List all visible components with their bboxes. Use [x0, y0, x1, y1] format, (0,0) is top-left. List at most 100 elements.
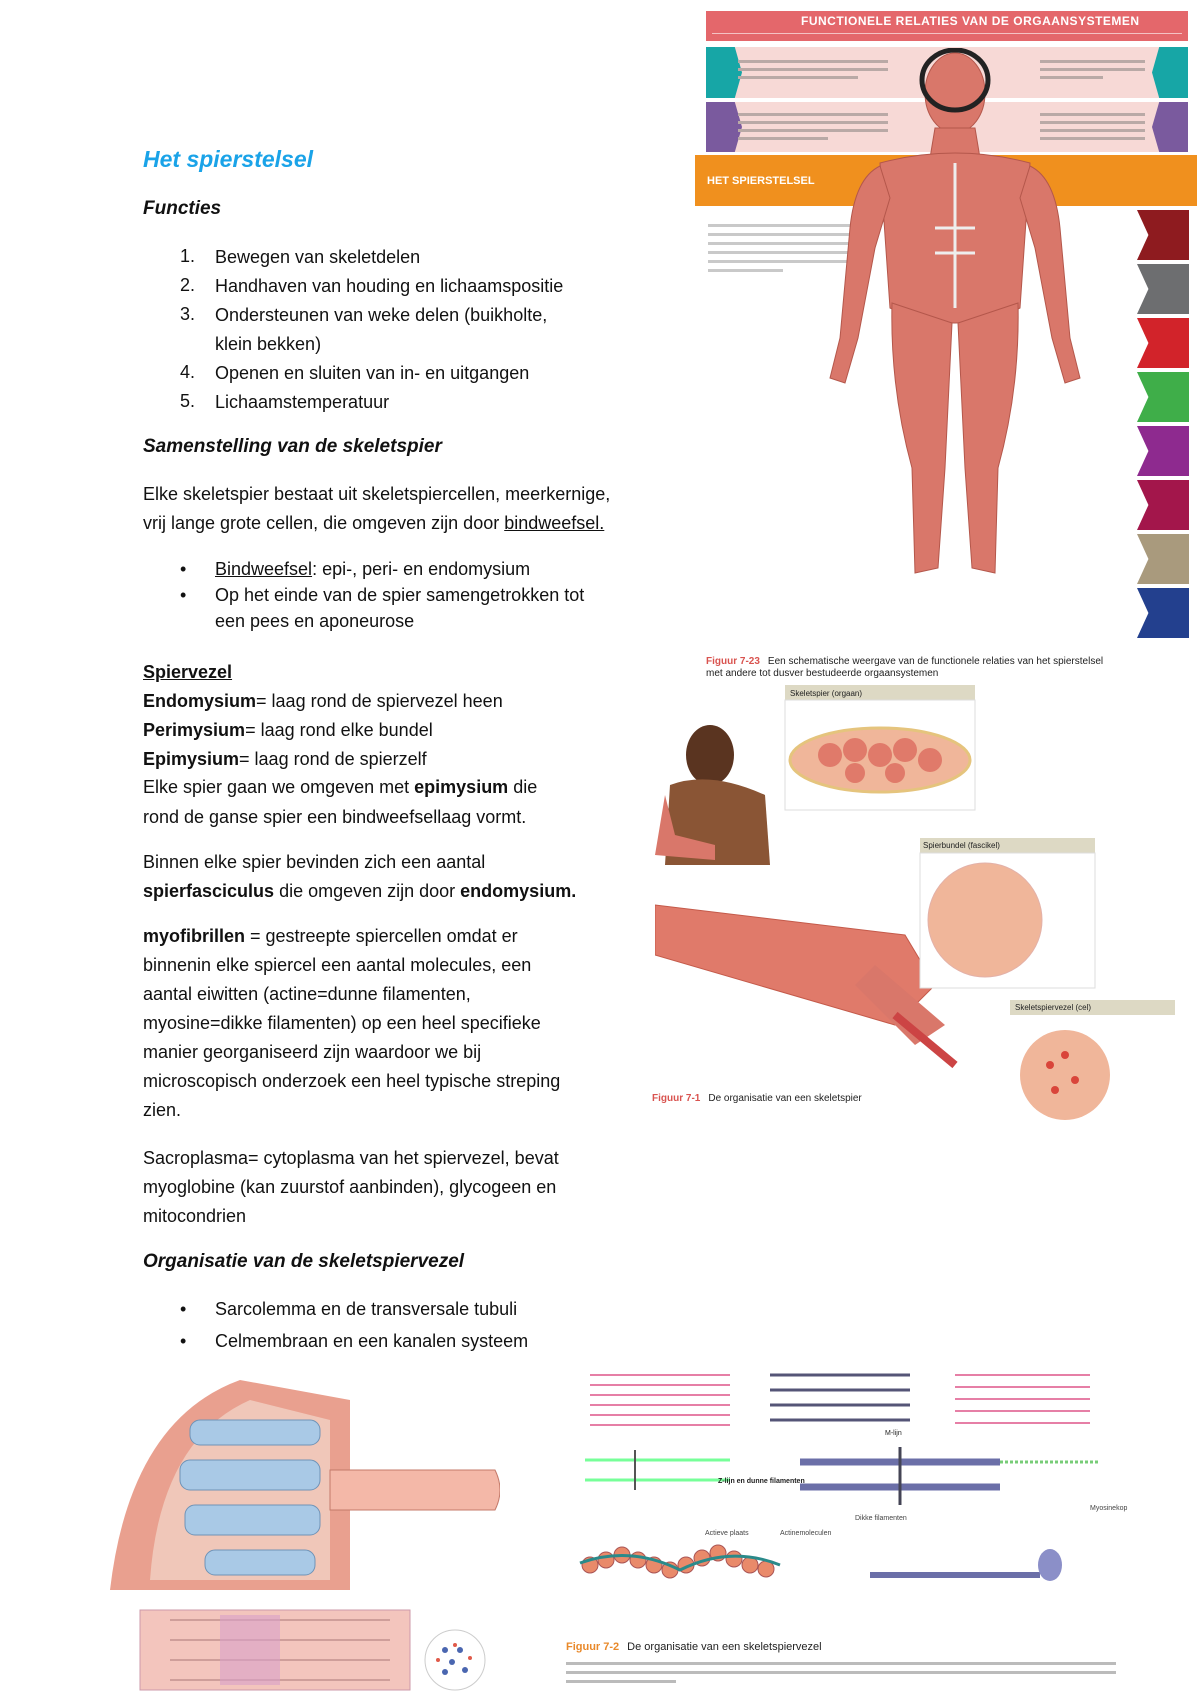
list-item-text: Ondersteunen van weke delen (buikholte,	[215, 305, 548, 325]
teal-tab	[706, 47, 742, 98]
caption-text: De organisatie van een skeletspiervezel	[627, 1641, 822, 1653]
list-item-text: Lichaamstemperatuur	[215, 392, 390, 412]
bullet: •	[180, 559, 187, 579]
infographic-text	[738, 55, 888, 84]
bullet-text: Celmembraan en een kanalen systeem	[215, 1331, 529, 1351]
term: myofibrillen	[143, 926, 246, 946]
underlined-term: bindweefsel.	[504, 513, 605, 533]
organ-system-tab	[1137, 372, 1189, 422]
list-number: 5.	[180, 391, 196, 411]
figure-label: Figuur 7-23	[706, 656, 760, 667]
text: = laag rond de spierzelf	[239, 749, 427, 769]
bullet-text: Op het einde van de spier samengetrokken…	[215, 585, 585, 605]
infographic-text	[708, 218, 858, 278]
heading-functies: Functies	[143, 198, 222, 219]
heading-organisatie: Organisatie van de skeletspiervezel	[143, 1251, 465, 1272]
left-leg	[891, 302, 953, 574]
term: Epimysium	[143, 749, 240, 769]
bullet-text: een pees en aponeurose	[215, 611, 415, 631]
paragraph-line: mitocondrien	[143, 1206, 247, 1226]
text: die	[508, 777, 538, 797]
organ-system-tab	[1137, 426, 1189, 476]
bullet: •	[180, 1331, 187, 1351]
paragraph-line: rond de ganse spier een bindweefsellaag …	[143, 807, 527, 827]
term: Endomysium	[143, 691, 257, 711]
list-item-text: Handhaven van houding en lichaamspositie	[215, 276, 564, 296]
term: epimysium	[414, 777, 509, 797]
text: = laag rond de spiervezel heen	[256, 691, 503, 711]
term: Perimysium	[143, 720, 246, 740]
paragraph-line: myofibrillen = gestreepte spiercellen om…	[143, 925, 518, 947]
paragraph-line: spierfasciculus die omgeven zijn door en…	[143, 880, 576, 902]
person-head	[686, 725, 734, 785]
right-arm	[1019, 165, 1081, 384]
page-title: Het spierstelsel	[143, 146, 314, 172]
term: endomysium.	[460, 881, 577, 901]
organ-system-tab	[1137, 534, 1189, 584]
underlined-term: Bindweefsel	[215, 559, 313, 579]
muscle-fiber-cutaway-illustration	[110, 1380, 500, 1691]
paragraph-line: manier georganiseerd zijn waardoor we bi…	[143, 1042, 482, 1062]
paragraph-line: microscopisch onderzoek een heel typisch…	[143, 1071, 561, 1091]
figure-7-2-description	[566, 1658, 1116, 1689]
bullet: •	[180, 1299, 187, 1319]
box-label: Skeletspier (orgaan)	[790, 689, 863, 698]
figure-7-23-caption: met andere tot dusver bestudeerde orgaan…	[706, 668, 939, 679]
actin-label: Actinemoleculen	[780, 1530, 832, 1537]
myofilament-illustration	[579, 1373, 1100, 1581]
bullet: •	[180, 585, 187, 605]
bullet-text: Bindweefsel: epi-, peri- en endomysium	[215, 558, 530, 580]
definition-perimysium: Perimysium= laag rond elke bundel	[143, 719, 433, 741]
infographic-text	[1040, 55, 1145, 84]
myosin-head-label: Myosinekop	[1090, 1505, 1128, 1512]
purple-tab	[1152, 102, 1188, 152]
text: = gestreepte spiercellen omdat er	[245, 926, 518, 946]
box-label: Skeletspiervezel (cel)	[1015, 1003, 1092, 1012]
organ-system-tab	[1137, 588, 1189, 638]
section-title: HET SPIERSTELSEL	[707, 175, 815, 187]
organ-system-tab	[1137, 264, 1189, 314]
caption-text: De organisatie van een skeletspier	[708, 1093, 862, 1104]
skeletal-muscle-organization-illustration	[655, 685, 1175, 1120]
paragraph-line: Elke skeletspier bestaat uit skeletspier…	[143, 484, 611, 504]
list-item-text: klein bekken)	[215, 334, 322, 354]
organ-system-tab	[1137, 210, 1189, 260]
text: Elke spier gaan we omgeven met	[143, 777, 415, 797]
banner-arrow	[712, 33, 1182, 34]
list-item-text: Bewegen van skeletdelen	[215, 247, 421, 267]
figure-7-23-caption: Figuur 7-23 Een schematische weergave van…	[706, 656, 1103, 667]
paragraph-line: vrij lange grote cellen, die omgeven zij…	[143, 512, 604, 534]
left-arm	[829, 165, 891, 384]
text: : epi-, peri- en endomysium	[312, 559, 531, 579]
text: vrij lange grote cellen, die omgeven zij…	[143, 513, 505, 533]
head	[924, 52, 986, 134]
text: = laag rond elke bundel	[245, 720, 433, 740]
paragraph-line: Binnen elke spier bevinden zich een aant…	[143, 852, 486, 872]
m-line-label: M-lijn	[885, 1430, 902, 1437]
list-number: 1.	[180, 246, 196, 266]
infographic-banner: FUNCTIONELE RELATIES VAN DE ORGAANSYSTEM…	[706, 11, 1188, 41]
caption-text: Een schematische weergave van de functio…	[767, 656, 1104, 667]
right-leg	[957, 302, 1019, 574]
organ-system-tab	[1137, 318, 1189, 368]
term: spierfasciculus	[143, 881, 275, 901]
heading-spiervezel: Spiervezel	[143, 662, 233, 682]
infographic-text	[1040, 108, 1145, 145]
active-site-label: Actieve plaats	[705, 1530, 749, 1537]
paragraph-line: Sacroplasma= cytoplasma van het spiervez…	[143, 1148, 559, 1168]
muscle-body-illustration	[829, 48, 1081, 574]
list-number: 2.	[180, 275, 196, 295]
list-number: 4.	[180, 362, 196, 382]
list-item-text: Openen en sluiten van in- en uitgangen	[215, 363, 530, 383]
infographic-text	[738, 108, 888, 145]
heading-samenstelling: Samenstelling van de skeletspier	[143, 436, 442, 457]
text: die omgeven zijn door	[274, 881, 461, 901]
banner-title: FUNCTIONELE RELATIES VAN DE ORGAANSYSTEM…	[801, 14, 1140, 28]
paragraph-line: Elke spier gaan we omgeven met epimysium…	[143, 776, 537, 798]
paragraph-line: zien.	[143, 1100, 182, 1120]
z-line-label: Z-lijn en dunne filamenten	[718, 1478, 805, 1485]
purple-tab	[706, 102, 742, 152]
paragraph-line: aantal eiwitten (actine=dunne filamenten…	[143, 984, 471, 1004]
